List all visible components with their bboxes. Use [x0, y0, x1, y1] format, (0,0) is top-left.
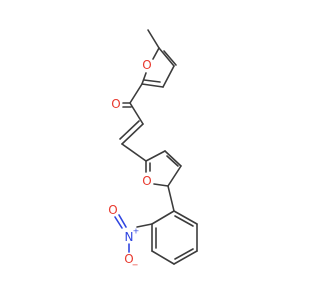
benzene-bond: [173, 250, 198, 265]
benzene-bond: [151, 210, 175, 225]
nitro-nitrogen-label: N: [125, 230, 134, 244]
nitro-oxygen-bottom-label: O: [124, 252, 133, 266]
furan-ring-middle: O: [142, 150, 182, 188]
benzene-ring: [151, 210, 198, 265]
structure-canvas: O O O N + O: [108, 29, 198, 270]
chain-bond: [121, 143, 147, 162]
furan2-oxygen-label: O: [142, 174, 151, 188]
methyl-bond: [147, 29, 160, 49]
nitro-n-o-double-bond: [114, 216, 123, 229]
furan1-bond: [141, 72, 147, 85]
furan2-bond: [164, 150, 182, 167]
benzene-double-bond: [174, 215, 194, 227]
nitro-group: N + O O −: [108, 203, 153, 270]
nitro-oxygen-top-label: O: [108, 203, 117, 217]
furan1-double-bond: [143, 79, 161, 83]
nitro-n-o-bond: [118, 214, 127, 228]
nitro-nitrogen-charge: +: [133, 227, 140, 236]
alkene-double-bond: [119, 120, 140, 140]
furan2-bond: [145, 150, 166, 162]
furan2-bond: [153, 183, 169, 187]
chain-bond: [129, 102, 144, 125]
furan1-bond: [162, 65, 175, 88]
furan1-oxygen-label: O: [142, 58, 151, 72]
furan1-bond: [141, 83, 164, 88]
ring-to-carbonyl-bond: [129, 83, 143, 104]
benzene-bond: [173, 210, 198, 225]
nitro-c-n-bond: [136, 223, 153, 228]
furan2-double-bond: [166, 155, 179, 167]
carbonyl-oxygen-label: O: [111, 97, 120, 111]
furan1-bond: [158, 47, 175, 67]
furan-ring-top: O: [141, 47, 177, 88]
benzene-bond: [151, 250, 175, 265]
furan2-bond: [167, 165, 182, 187]
alkene-bond: [121, 123, 144, 145]
benzene-double-bond: [174, 248, 194, 260]
furan1-bond: [152, 47, 160, 60]
molecule-structure: O O O N + O: [108, 29, 198, 270]
furan-to-phenyl-bond: [167, 185, 175, 212]
nitro-oxygen-charge: −: [132, 261, 139, 270]
furan1-double-bond: [163, 50, 177, 66]
